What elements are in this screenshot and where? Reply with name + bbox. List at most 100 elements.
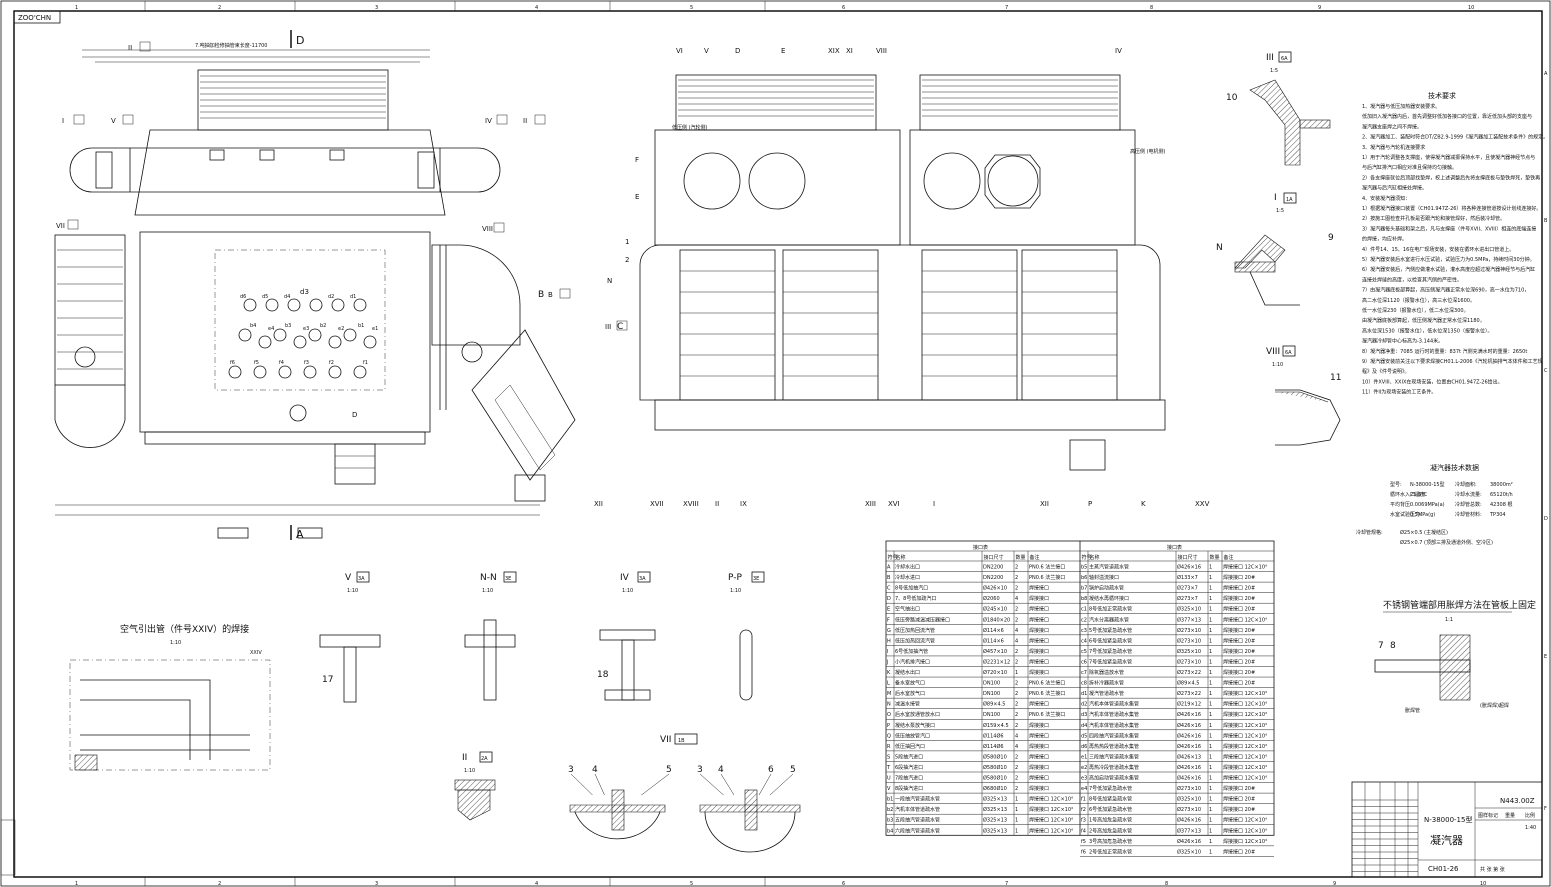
nozzle-cell: 2 bbox=[1015, 786, 1018, 792]
nozzle-cell: PN0.6 法兰接口 bbox=[1029, 574, 1065, 581]
nozzle-cell: DN2200 bbox=[983, 575, 1003, 581]
nozzle-cell: Ø273×7 bbox=[1177, 585, 1198, 592]
nozzle-cell: 凝结水泵放气接口 bbox=[895, 722, 935, 729]
nozzle-cell: PN0.6 法兰接口 bbox=[1029, 680, 1065, 687]
nozzle-cell: Ø426×16 bbox=[1177, 764, 1201, 771]
detail-title: P-P bbox=[728, 573, 742, 583]
nozzle-cell: 小汽机排汽接口 bbox=[895, 658, 930, 665]
view-balloon: II bbox=[128, 44, 132, 52]
tube-spec-2: Ø25×0.7 (顶部三排及通道外侧、空冷区) bbox=[1400, 539, 1493, 546]
svg-text:图样标记: 图样标记 bbox=[1478, 812, 1498, 819]
detail-VIII: VIII 6A 1:10 11 bbox=[1266, 345, 1341, 446]
view-balloon: IV bbox=[485, 117, 492, 125]
svg-text:1:10: 1:10 bbox=[1272, 362, 1283, 368]
nozzle-cell: DN100 bbox=[983, 712, 1000, 718]
nozzle-cell: J bbox=[886, 659, 888, 665]
nozzle-cell: 焊接接口 bbox=[1029, 785, 1049, 792]
nozzle-cell: 焊接接口 12C×10° bbox=[1223, 564, 1268, 571]
col-mark-top: 9 bbox=[1318, 5, 1321, 11]
nozzle-circle bbox=[309, 298, 323, 312]
svg-text:(胀焊焊)超焊: (胀焊焊)超焊 bbox=[1480, 702, 1509, 709]
detail-ref: 2A bbox=[481, 756, 488, 762]
nozzle-cell: Ø426×16 bbox=[1177, 838, 1201, 845]
nozzle-cell: c4 bbox=[1081, 638, 1087, 644]
nozzle-cell: 1 bbox=[1209, 828, 1212, 834]
vii-callout: 3 bbox=[697, 765, 703, 775]
nozzle-cell: 1 bbox=[1209, 723, 1212, 729]
svg-text:11: 11 bbox=[1330, 373, 1341, 383]
nozzle-cell: 凝结水出口 bbox=[895, 669, 920, 676]
side-label-bottom: XII bbox=[1040, 500, 1049, 508]
nozzle-cell: Ø457×10 bbox=[983, 648, 1007, 655]
nozzle-cell: 1 bbox=[1209, 628, 1212, 634]
nozzle-cell: 后水室放通管放水口 bbox=[895, 711, 940, 718]
nozzle-cell: 焊接接口 12C×10° bbox=[1223, 764, 1268, 771]
nozzle-header-cell: 符号 bbox=[888, 554, 898, 561]
tech-req-line: 1、凝汽器与低压加热器安装要求。 bbox=[1362, 103, 1440, 110]
nozzle-cell: 8段抽汽进口 bbox=[895, 785, 923, 792]
svg-text:胀焊管: 胀焊管 bbox=[1405, 707, 1420, 714]
svg-text:VIII: VIII bbox=[1266, 347, 1280, 357]
tube-label: b2 bbox=[320, 323, 326, 329]
tech-req-line: 4、安装凝汽器须知： bbox=[1362, 195, 1410, 202]
nozzle-cell: Ø133×7 bbox=[1177, 574, 1198, 581]
tube-label: e1 bbox=[372, 326, 378, 332]
nozzle-cell: b8 bbox=[1081, 596, 1087, 602]
nozzle-cell: Ø273×22 bbox=[1177, 669, 1201, 676]
detail-scale: 1:10 bbox=[464, 768, 475, 774]
col-mark-bottom: 3 bbox=[375, 881, 378, 887]
nozzle-circle bbox=[353, 298, 367, 312]
nozzle-cell: 备水室放气口 bbox=[895, 680, 925, 687]
nozzle-cell: Ø325×10 bbox=[1177, 648, 1201, 655]
label-D: D bbox=[352, 411, 357, 419]
side-label-left: F bbox=[635, 156, 639, 164]
vii-callout: 5 bbox=[790, 765, 796, 775]
nozzle-cell: 焊接接口 20# bbox=[1223, 637, 1255, 644]
svg-text:III: III bbox=[1266, 53, 1274, 63]
model-name: N-38000-15型 bbox=[1424, 815, 1472, 824]
lp-heater-shell bbox=[69, 147, 501, 193]
nozzle-header-cell: 名称 bbox=[896, 554, 906, 561]
row-mark: A bbox=[1544, 71, 1548, 77]
nozzle-cell: 8号低加抽汽口 bbox=[895, 585, 928, 592]
label-N-right: N bbox=[1216, 243, 1223, 253]
nozzle-cell: I bbox=[887, 649, 888, 655]
nozzle-cell: b4 bbox=[887, 828, 893, 834]
nozzle-cell: c2 bbox=[1081, 617, 1087, 623]
nozzle-cell: 2 bbox=[1015, 765, 1018, 771]
nozzle-cell: 低压抽放管汽口 bbox=[895, 732, 930, 739]
nozzle-cell: Ø273×10 bbox=[1177, 806, 1201, 813]
tech-data-val: 25.5°C bbox=[1410, 492, 1428, 498]
nozzle-cell: b1 bbox=[887, 797, 893, 803]
row-mark: C bbox=[1544, 368, 1548, 374]
nozzle-cell: 焊接接口 20# bbox=[1223, 627, 1255, 634]
tech-data-val: 0.5MPa(g) bbox=[1410, 512, 1435, 518]
nozzle-cell: f1 bbox=[1081, 797, 1086, 803]
view-balloon: VII bbox=[56, 222, 65, 230]
nozzle-cell: Ø1840×20 bbox=[983, 616, 1010, 623]
tech-data-val: 0.0069MPa(a) bbox=[1410, 502, 1445, 508]
nozzle-cell: Q bbox=[887, 733, 891, 739]
nozzle-cell: 焊接接口 bbox=[1029, 753, 1049, 760]
section-cut-A-bottom: A bbox=[296, 528, 304, 541]
nozzle-cell: 1 bbox=[1015, 807, 1018, 813]
svg-text:1B: 1B bbox=[678, 738, 685, 744]
col-mark-bottom: 4 bbox=[535, 881, 538, 887]
nozzle-cell: 焊接接口 bbox=[1029, 775, 1049, 782]
nozzle-circle bbox=[253, 365, 267, 379]
svg-text:1:5: 1:5 bbox=[1270, 68, 1278, 74]
tech-req-line: 凝汽器支座焊之间不焊接。 bbox=[1362, 123, 1422, 130]
tech-req-line: 2、凝汽器加工、装配时符合DT/ZB2.9-1999《凝汽器加工装配技术条件》的… bbox=[1362, 134, 1548, 141]
nozzle-cell: DN100 bbox=[983, 691, 1000, 697]
nozzle-cell: C bbox=[887, 586, 891, 592]
nozzle-cell: c7 bbox=[1081, 670, 1087, 676]
nozzle-cell: 汽机本体管道疏水管 bbox=[895, 806, 940, 813]
tube-spec-1: Ø25×0.5 (主凝结区) bbox=[1400, 529, 1448, 536]
weld-detail-xxiv: 空气引出管（件号XXIV）的焊接 1:10 XXIV bbox=[69, 623, 271, 771]
svg-text:VII: VII bbox=[660, 735, 671, 745]
nozzle-cell: 2 bbox=[1015, 607, 1018, 613]
nozzle-cell: 8号低加正常疏水管 bbox=[1089, 606, 1132, 613]
nozzle-cell: 4 bbox=[1015, 628, 1018, 634]
svg-text:6A: 6A bbox=[1285, 350, 1292, 356]
